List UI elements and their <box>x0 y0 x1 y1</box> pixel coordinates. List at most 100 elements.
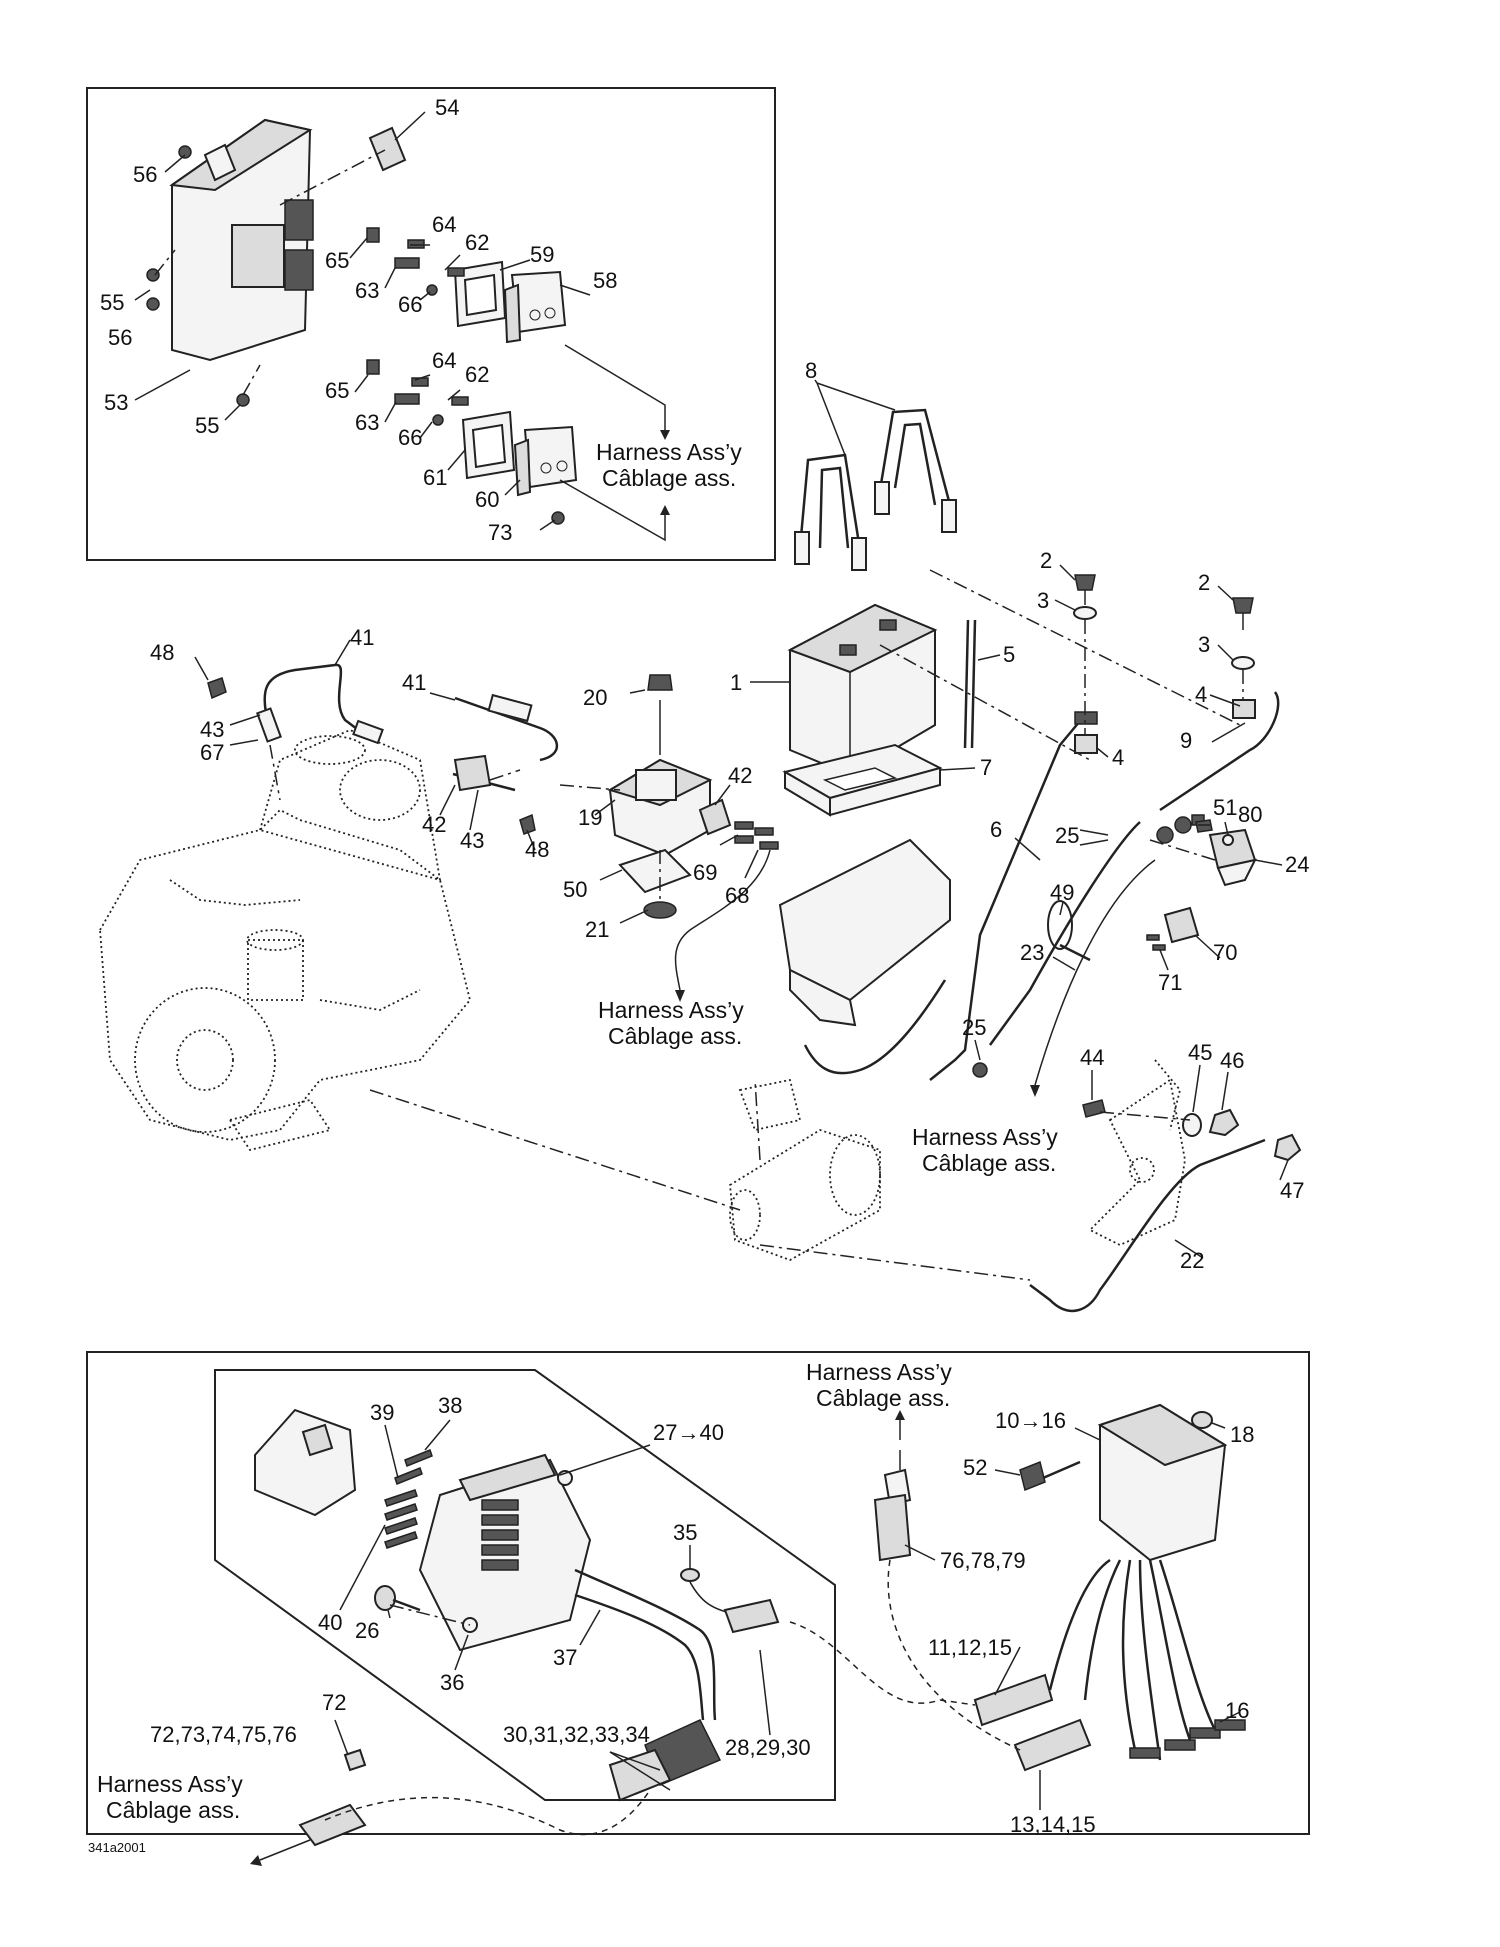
callout-55: 55 <box>100 290 124 315</box>
seal-59 <box>453 260 507 328</box>
spark-plug-wires <box>207 663 559 835</box>
callout-63: 63 <box>355 278 379 303</box>
fuse-holder-58 <box>503 270 567 344</box>
callout-51: 51 <box>1213 795 1237 820</box>
callout-39: 39 <box>370 1400 394 1425</box>
callout-44: 44 <box>1080 1045 1104 1070</box>
callout-9: 9 <box>1180 728 1192 753</box>
caption-line1: Harness Ass’y <box>97 1771 243 1797</box>
battery-tray-7 <box>782 743 943 817</box>
callout-76-78-79: 76,78,79 <box>940 1548 1026 1573</box>
top-inset-frame <box>86 87 776 561</box>
vent-tube-5 <box>963 619 977 749</box>
callout-42b: 42 <box>422 812 446 837</box>
callout-5: 5 <box>1003 642 1015 667</box>
caption-line1: Harness Ass’y <box>598 997 744 1023</box>
callout-35: 35 <box>673 1520 697 1545</box>
plate-50-and-grommet-21 <box>618 848 692 919</box>
callout-3b: 3 <box>1198 632 1210 657</box>
callout-22: 22 <box>1180 1248 1204 1273</box>
caption-line1: Harness Ass’y <box>912 1124 1058 1150</box>
voltage-regulator-36 <box>418 1453 592 1652</box>
callout-68: 68 <box>725 883 749 908</box>
callout-62: 62 <box>465 230 489 255</box>
harness-caption-bottom-left: Harness Ass’y Câblage ass. <box>97 1771 243 1823</box>
top-inset-lines <box>154 149 670 542</box>
callout-37: 37 <box>553 1645 577 1670</box>
battery-1 <box>787 603 938 777</box>
leader-lines <box>134 111 1289 1810</box>
connector-67-69-68 <box>698 798 779 850</box>
callout-36: 36 <box>440 1670 464 1695</box>
callout-52: 52 <box>963 1455 987 1480</box>
callout-4: 4 <box>1195 682 1207 707</box>
callout-63b: 63 <box>355 410 379 435</box>
callout-18: 18 <box>1230 1422 1254 1447</box>
callouts-top: 54 56 65 64 62 59 58 55 56 63 66 64 65 6… <box>100 95 617 545</box>
middle-dash-lines <box>269 569 1244 1281</box>
caption-line2: Câblage ass. <box>602 465 736 491</box>
callout-66b: 66 <box>398 425 422 450</box>
relay-24-and-parts <box>1146 814 1257 951</box>
harness-caption-mid-center: Harness Ass’y Câblage ass. <box>598 997 744 1049</box>
tie-strap-49 <box>1047 900 1091 962</box>
callout-19: 19 <box>578 805 602 830</box>
callout-66: 66 <box>398 292 422 317</box>
callout-50: 50 <box>563 877 587 902</box>
caption-line2: Câblage ass. <box>922 1150 1056 1176</box>
callout-55b: 55 <box>195 413 219 438</box>
callout-72-76: 72,73,74,75,76 <box>150 1722 297 1747</box>
harness-caption-mid-right: Harness Ass’y Câblage ass. <box>912 1124 1058 1176</box>
callout-65: 65 <box>325 248 349 273</box>
connector-cap-54 <box>368 126 407 172</box>
bottom-dash-lines <box>250 1559 1021 1866</box>
callout-23: 23 <box>1020 940 1044 965</box>
callout-26: 26 <box>355 1618 379 1643</box>
callout-6: 6 <box>990 817 1002 842</box>
callout-2b: 2 <box>1198 570 1210 595</box>
callout-73: 73 <box>488 520 512 545</box>
callout-43b: 43 <box>460 828 484 853</box>
callout-11-12-15: 11,12,15 <box>928 1635 1012 1660</box>
seal-61 <box>461 410 516 480</box>
ecu-module-53 <box>169 118 314 362</box>
harness-caption-top: Harness Ass’y Câblage ass. <box>596 439 742 491</box>
callout-53: 53 <box>104 390 128 415</box>
figure-reference: 341a2001 <box>88 1840 146 1855</box>
connector-76-78-79 <box>873 1410 912 1562</box>
harness-27-40 <box>298 1568 780 1847</box>
ground-bracket-44-47 <box>1082 1059 1302 1246</box>
callout-38: 38 <box>438 1393 462 1418</box>
starter-motor <box>729 1062 988 1261</box>
callout-3: 3 <box>1037 588 1049 613</box>
callout-49: 49 <box>1050 880 1074 905</box>
caption-line2: Câblage ass. <box>106 1797 240 1823</box>
caption-line1: Harness Ass’y <box>806 1359 952 1385</box>
battery-straps-8 <box>794 408 957 571</box>
hardware-2-3-4 <box>1073 574 1256 754</box>
callout-60: 60 <box>475 487 499 512</box>
ignition-coil-19 <box>607 674 713 857</box>
harness-caption-bottom-top: Harness Ass’y Câblage ass. <box>806 1359 952 1411</box>
callout-13-14-15: 13,14,15 <box>1010 1812 1096 1837</box>
callout-59: 59 <box>530 242 554 267</box>
battery-bracket-bottom <box>778 838 951 1027</box>
callout-30-34: 30,31,32,33,34 <box>503 1722 650 1747</box>
callout-2: 2 <box>1040 548 1052 573</box>
fuse-holder-60 <box>513 425 578 497</box>
bottom-inner-panel <box>214 1369 836 1801</box>
callout-41: 41 <box>350 625 374 650</box>
battery-cables-6-9 <box>803 691 1280 1312</box>
callout-48: 48 <box>150 640 174 665</box>
screw-26 <box>374 1585 421 1612</box>
callout-7: 7 <box>980 755 992 780</box>
callout-24: 24 <box>1285 852 1309 877</box>
callout-25: 25 <box>1055 823 1079 848</box>
callout-40: 40 <box>318 1610 342 1635</box>
callout-64b: 64 <box>432 348 456 373</box>
callout-27-40: 27→40 <box>653 1420 724 1445</box>
bottom-inset-frame <box>86 1351 1310 1835</box>
callout-80: 80 <box>1238 802 1262 827</box>
callout-48b: 48 <box>525 837 549 862</box>
